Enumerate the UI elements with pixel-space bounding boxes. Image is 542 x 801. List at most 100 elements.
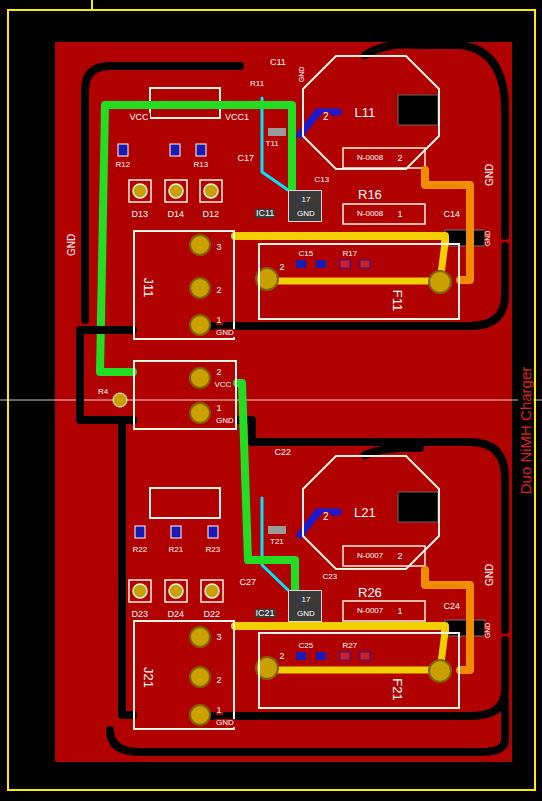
yellow-trace [267,243,445,282]
silkscreen-label: R23 [205,546,222,554]
pin-label: 2 [279,652,286,661]
copper-trace [235,236,445,243]
ic-footprint: IC2117GND [288,590,322,622]
silkscreen-label: VCC1 [224,113,250,122]
pin-label: GND [296,210,316,218]
silkscreen-label: GND [298,65,305,83]
cyan-trace [262,498,288,590]
led-pad [205,584,219,598]
resistor-outline [343,148,425,168]
silkscreen-label: D24 [167,610,186,619]
silkscreen-label: C27 [239,578,258,587]
silkscreen-label: T21 [269,538,285,546]
silkscreen-label: R12 [115,161,132,169]
led-footprint [200,180,222,202]
part-reference: F11 [391,288,404,311]
resistor-pad [118,144,128,156]
fuse-holder: F112 [258,243,460,320]
copper-trace [237,383,295,590]
pin-label: GND [215,329,235,337]
pin-label: GND [215,417,235,425]
pin-label: J21 [141,666,154,689]
terminal-block: 2VCC 1GND [133,360,237,430]
fuse-pad [429,271,451,293]
gnd-trace [365,448,420,455]
pin-label: GND [215,719,235,727]
pin-label: J11 [142,276,155,298]
led-footprints [129,180,223,602]
silkscreen-label: R4 [97,388,109,396]
silkscreen-label: R22 [132,546,149,554]
silkscreen-label: C17 [237,154,256,163]
pin-label: GND [296,610,316,618]
terminal-pin [190,705,210,725]
silkscreen-label: D14 [167,210,186,219]
inductor-pad [398,492,438,522]
transistor-body [268,526,286,534]
silkscreen-label: C25 [298,642,315,650]
silkscreen-label: D22 [203,610,222,619]
terminal-block: J21321GND [133,620,235,730]
silkscreen-label: C22 [274,448,293,457]
silkscreen-label: N-0007 [356,552,384,560]
resistor-pad [170,144,180,156]
pin-label: 2 [216,368,223,377]
silkscreen-label: C11 [269,58,287,67]
blue-trace [300,512,338,535]
silkscreen-label: N-0007 [356,607,384,615]
part-reference: L11 [354,106,377,119]
part-reference: F21 [391,677,404,701]
silkscreen-label: C13 [314,176,331,184]
led-pad [204,184,218,198]
pin-label: 2 [216,286,223,295]
silkscreen-label: R17 [342,250,359,258]
silkscreen-label: 2 [322,112,330,122]
led-footprint [201,580,223,602]
silkscreen-label: 2 [397,552,404,561]
silkscreen-label: C15 [298,250,315,258]
terminal-pin [190,403,210,423]
smd-pad [296,652,306,660]
silkscreen-label: C24 [443,602,462,611]
gnd-traces [85,44,505,752]
silkscreen-label: 2 [322,512,330,522]
pin-label: 1 [216,404,223,413]
resistor-pads [118,144,218,538]
silkscreen-label: R21 [168,546,185,554]
component-outline [150,488,220,518]
silkscreen-label: T11 [265,140,280,148]
fuse-holder: F21 2 [258,632,460,709]
silkscreen-label: GND [67,233,77,257]
copper-pour [55,42,512,762]
resistor-outline [343,601,425,621]
pin-label: 3 [216,243,223,252]
terminal-pins [190,235,451,725]
led-footprint [129,180,151,202]
silkscreen-label: D13 [131,210,150,219]
led-footprint [129,580,151,602]
smd-pad [316,260,326,268]
smd-pad [340,652,350,660]
resistor-outline [343,204,425,224]
inductor-outline [303,56,439,169]
transistor-body [268,128,286,136]
silkscreen-label: GND [484,621,491,639]
silkscreen-label: R16 [357,188,383,201]
silkscreen-label: N-0008 [356,154,384,162]
silkscreen-label: R11 [249,80,265,88]
pin-label: VCC [214,381,233,389]
smd-pad [296,260,306,268]
blue-trace [300,112,338,135]
terminal-block: J11321GND [133,230,235,340]
test-pad [113,393,127,407]
ic-footprint: IC1117GND [288,190,322,222]
silkscreen-label: C23 [322,573,339,581]
pin-label: 17 [301,596,312,604]
yellow-trace [267,632,445,671]
pin-label: 2 [216,676,223,685]
terminal-pin [190,368,210,388]
silkscreen-label: GND [485,563,495,587]
